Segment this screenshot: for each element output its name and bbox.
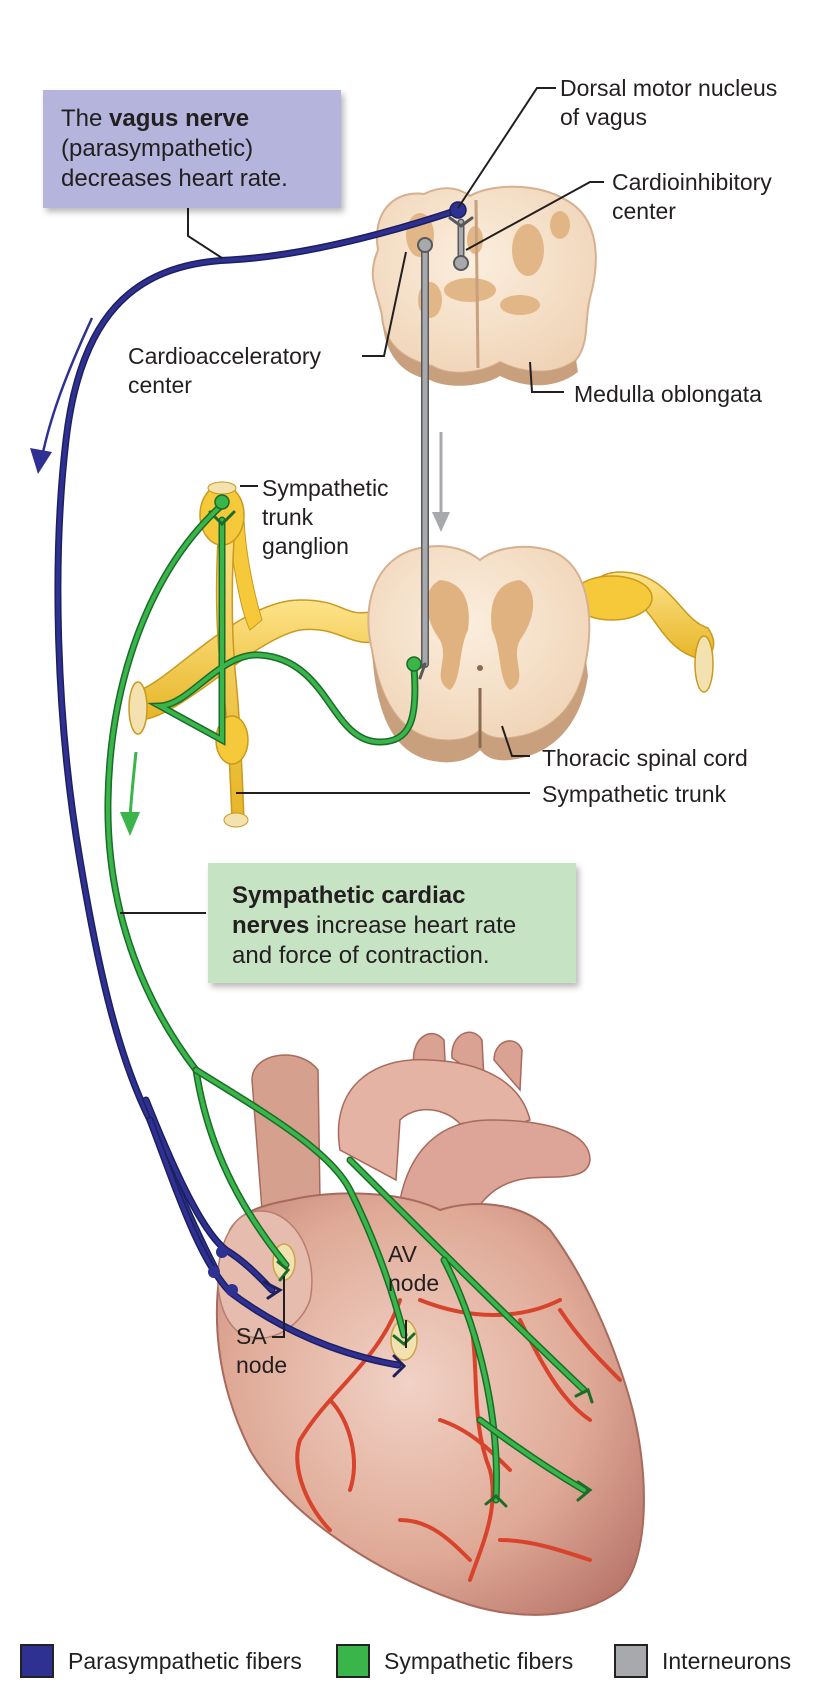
label-sympathetic-trunk: Sympathetic trunk [542,781,727,807]
legend-item-sympathetic: Sympathetic fibers [336,1643,573,1679]
vagal-ganglion-dot [226,1284,238,1296]
vagus-direction-arrow [30,317,94,474]
coronary-arteries [295,1298,622,1582]
symp-callout-rest2: increase heart rate [309,912,517,939]
medulla-oblongata [371,185,597,386]
thoracic-spinal-cord [128,519,715,763]
label-cardioinhibitory-line2: center [612,198,676,224]
heart [215,1031,645,1616]
label-thoracic-spinal-cord: Thoracic spinal cord [542,745,748,771]
legend-swatch-interneurons [614,1644,648,1678]
label-dorsal-motor-line1: Dorsal motor nucleus [560,75,778,101]
legend-swatch-parasympathetic [20,1644,54,1678]
interneuron-pathway [411,216,474,680]
label-av-node-line1: AV [388,1241,417,1267]
label-sa-node-line2: node [236,1352,288,1378]
vagus-callout-line3: decreases heart rate. [61,165,288,192]
label-cardioinhibitory-center: Cardioinhibitory center [612,168,772,226]
sympathetic-direction-arrow [120,751,140,836]
symp-callout-line3: and force of contraction. [232,942,490,969]
label-dorsal-motor-nucleus: Dorsal motor nucleus of vagus [560,74,777,132]
label-cardioacceleratory-center: Cardioacceleratory center [128,342,321,400]
legend-item-interneurons: Interneurons [614,1643,791,1679]
legend-label-parasympathetic: Parasympathetic fibers [68,1647,302,1674]
legend-label-sympathetic: Sympathetic fibers [384,1647,574,1674]
vagus-callout-pre: The [61,105,110,132]
label-trunk-ganglion-line2: trunk [262,504,314,530]
label-cardioinhibitory-line1: Cardioinhibitory [612,169,772,195]
label-cardioacceleratory-line1: Cardioacceleratory [128,343,322,369]
av-node [390,1319,418,1361]
label-av-node: AV node [388,1240,439,1298]
label-sa-node: SA node [236,1322,287,1380]
label-dorsal-motor-line2: of vagus [560,104,647,130]
legend-swatch-sympathetic [336,1644,370,1678]
label-cardioacceleratory-line2: center [128,372,192,398]
legend-label-interneurons: Interneurons [662,1647,792,1674]
legend-item-parasympathetic: Parasympathetic fibers [20,1643,302,1679]
leader-lines [120,87,604,1348]
vagal-ganglion-dot [216,1246,228,1258]
vagus-callout-bold: vagus nerve [109,105,250,132]
label-sa-node-line1: SA [236,1323,267,1349]
dorsal-motor-nucleus-neuron [449,201,467,219]
sympathetic-fibers [104,501,594,1508]
vagus-nerve-callout: The vagus nerve (parasympathetic) decrea… [43,90,341,208]
sympathetic-preganglionic-neuron [406,656,422,672]
label-trunk-ganglion-line1: Sympathetic [262,475,389,501]
sympathetic-trunk-ganglion [199,481,245,546]
interneuron-direction-arrow [432,432,450,532]
cardioinhibitory-neuron [453,255,469,271]
sympathetic-nerves-callout: Sympathetic cardiac nerves increase hear… [208,863,576,983]
cardioacceleratory-neuron [417,237,433,253]
symp-callout-bold1: Sympathetic cardiac [232,882,466,909]
label-sympathetic-trunk-ganglion: Sympathetic trunk ganglion [262,474,389,561]
label-av-node-line2: node [388,1270,440,1296]
vagus-callout-line2: (parasympathetic) [61,135,254,162]
vagal-ganglion-dot [208,1266,220,1278]
label-medulla-oblongata: Medulla oblongata [574,381,762,407]
symp-callout-bold2: nerves [232,912,310,939]
sympathetic-ganglion-neuron [214,494,230,510]
label-trunk-ganglion-line3: ganglion [262,533,349,559]
